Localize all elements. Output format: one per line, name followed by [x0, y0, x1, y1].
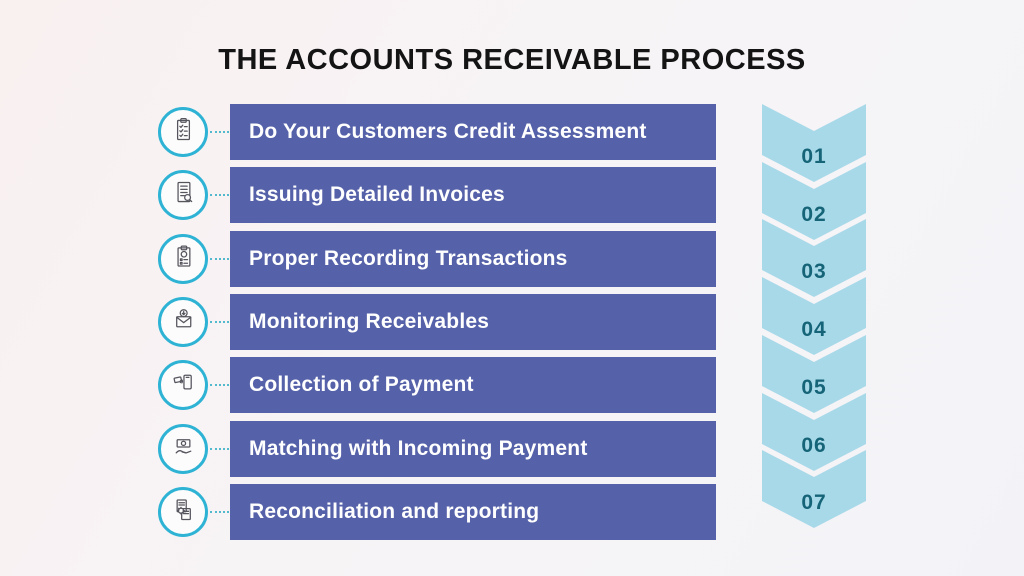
step-label: Proper Recording Transactions [249, 247, 568, 270]
invoice-magnifier-icon [169, 178, 198, 212]
connector-line [210, 194, 229, 196]
documents-gear-icon [169, 495, 198, 529]
step-number: 05 [801, 376, 827, 399]
step-number: 01 [801, 145, 827, 168]
step-number: 06 [801, 434, 827, 457]
step-bar: Issuing Detailed Invoices [230, 167, 716, 223]
step-icon-circle [158, 107, 208, 157]
step-number-column: 01 02 03 04 05 06 07 [762, 0, 866, 576]
step-bar: Proper Recording Transactions [230, 231, 716, 287]
process-step-row: Reconciliation and reporting [0, 484, 762, 540]
page-title: THE ACCOUNTS RECEIVABLE PROCESS [218, 44, 806, 76]
step-bar: Matching with Incoming Payment [230, 421, 716, 477]
process-step-row: Matching with Incoming Payment [0, 421, 762, 477]
process-step-row: Collection of Payment [0, 357, 762, 413]
connector-line [210, 258, 229, 260]
clipboard-checklist-icon [169, 115, 198, 149]
step-icon-circle [158, 234, 208, 284]
step-bar: Collection of Payment [230, 357, 716, 413]
step-number: 03 [801, 260, 827, 283]
connector-line [210, 448, 229, 450]
step-bar: Reconciliation and reporting [230, 484, 716, 540]
step-bar: Monitoring Receivables [230, 294, 716, 350]
step-number: 02 [801, 203, 827, 226]
process-step-row: Monitoring Receivables [0, 294, 762, 350]
connector-line [210, 384, 229, 386]
step-bar: Do Your Customers Credit Assessment [230, 104, 716, 160]
phone-card-payment-icon [169, 368, 198, 402]
step-label: Issuing Detailed Invoices [249, 183, 505, 206]
step-label: Monitoring Receivables [249, 310, 490, 333]
process-step-row: Proper Recording Transactions [0, 231, 762, 287]
process-step-row: Do Your Customers Credit Assessment [0, 104, 762, 160]
step-number: 07 [801, 491, 827, 514]
hand-money-icon [169, 432, 198, 466]
connector-line [210, 131, 229, 133]
step-icon-circle [158, 360, 208, 410]
step-label: Matching with Incoming Payment [249, 437, 588, 460]
step-icon-circle [158, 297, 208, 347]
envelope-download-icon [169, 305, 198, 339]
connector-line [210, 321, 229, 323]
connector-line [210, 511, 229, 513]
step-icon-circle [158, 170, 208, 220]
step-label: Reconciliation and reporting [249, 500, 540, 523]
step-label: Do Your Customers Credit Assessment [249, 120, 647, 143]
step-label: Collection of Payment [249, 373, 474, 396]
step-icon-circle [158, 487, 208, 537]
process-step-row: Issuing Detailed Invoices [0, 167, 762, 223]
step-number: 04 [801, 318, 827, 341]
step-icon-circle [158, 424, 208, 474]
clipboard-coin-icon [169, 242, 198, 276]
